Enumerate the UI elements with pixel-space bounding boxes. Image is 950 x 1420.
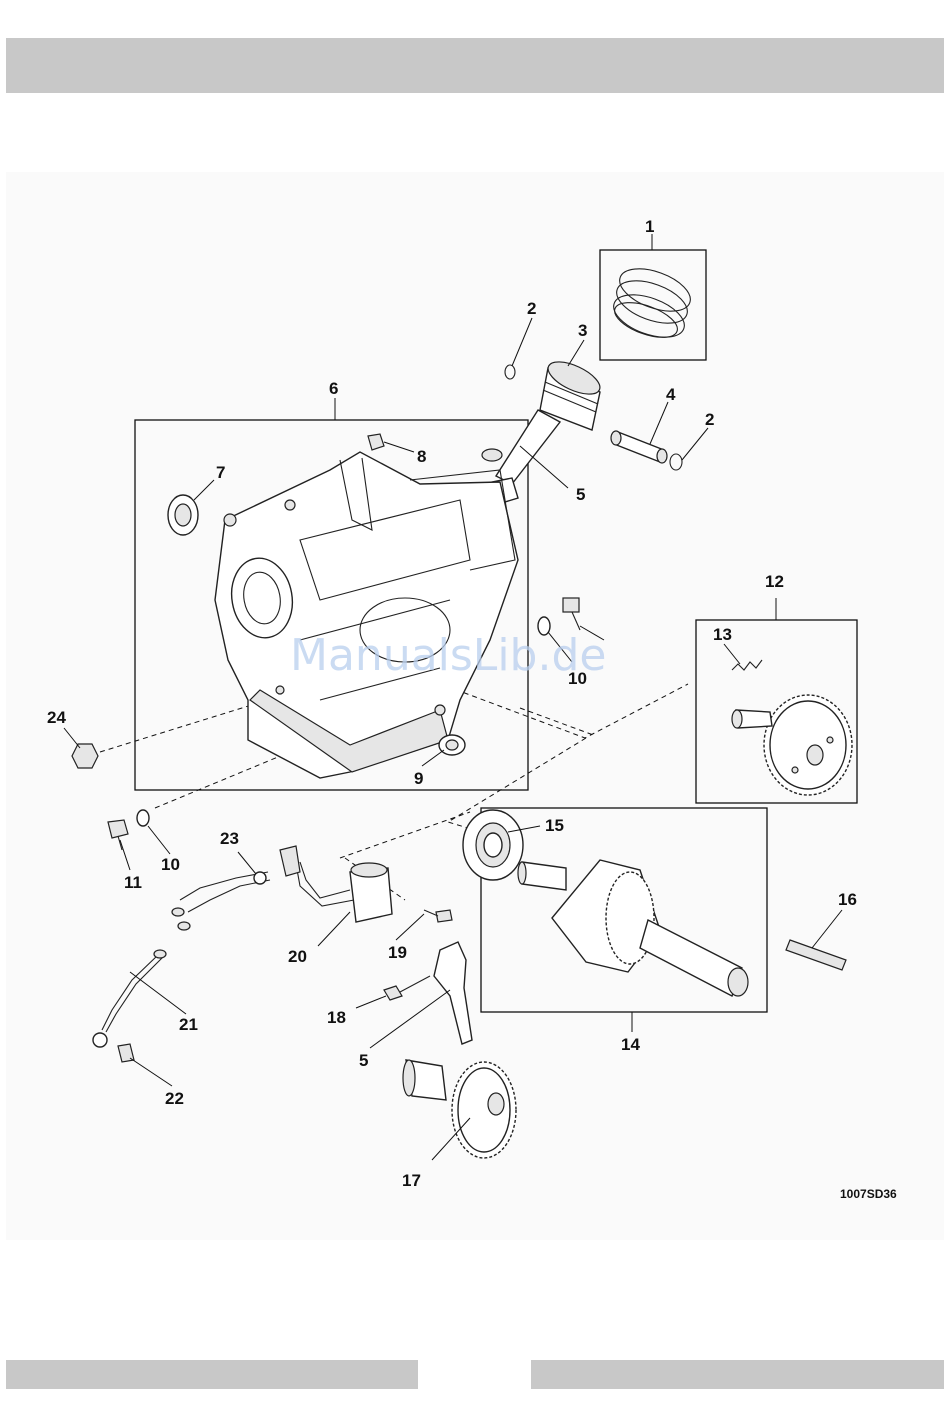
plug-part [368, 434, 384, 450]
bolt-part-18 [384, 976, 430, 1000]
callout-15: 15 [545, 816, 564, 835]
drawing-code: 1007SD36 [840, 1187, 897, 1201]
callout-7: 7 [216, 463, 225, 482]
bolt-part-lower [108, 820, 128, 850]
crankcase-part [215, 452, 518, 778]
callout-14: 14 [621, 1035, 640, 1054]
spring-part [732, 660, 762, 670]
callout-24: 24 [47, 708, 66, 727]
callout-22: 22 [165, 1089, 184, 1108]
oil-seal-part-lower [439, 735, 465, 755]
piston-pin-part [611, 431, 667, 463]
callout-3: 3 [578, 321, 587, 340]
callout-8: 8 [417, 447, 426, 466]
key-part [786, 940, 846, 970]
governor-gear-part [403, 1060, 516, 1158]
bearing-part [463, 810, 523, 880]
nut-part [72, 744, 98, 768]
callout-23: 23 [220, 829, 239, 848]
crankshaft-part [518, 860, 748, 996]
callout-16: 16 [838, 890, 857, 909]
callout-9: 9 [414, 769, 423, 788]
callout-5-lower: 5 [359, 1051, 368, 1070]
callout-5-upper: 5 [576, 485, 585, 504]
clip-part-lower [670, 454, 682, 470]
callout-1: 1 [645, 217, 654, 236]
callout-6: 6 [329, 379, 338, 398]
callout-4: 4 [666, 385, 676, 404]
callout-19: 19 [388, 943, 407, 962]
bolt-part-upper [563, 598, 580, 630]
callout-2-lower: 2 [705, 410, 714, 429]
governor-lever-part [434, 942, 472, 1044]
callout-2-upper: 2 [527, 299, 536, 318]
callout-18: 18 [327, 1008, 346, 1027]
screw-part-19 [424, 910, 452, 922]
watermark-text: ManualsLib.de [290, 630, 606, 681]
oil-sensor-part [280, 846, 392, 922]
callout-10-lower: 10 [161, 855, 180, 874]
callout-21: 21 [179, 1015, 198, 1034]
callout-20: 20 [288, 947, 307, 966]
wire-harness-part [172, 872, 270, 930]
frame-piston-rings [600, 250, 706, 360]
washer-part-lower [137, 810, 149, 826]
callout-17: 17 [402, 1171, 421, 1190]
callout-12: 12 [765, 572, 784, 591]
callout-13: 13 [713, 625, 732, 644]
callout-11: 11 [124, 873, 142, 892]
piston-rings-part [608, 260, 696, 345]
ground-wire-part [93, 950, 166, 1047]
oil-seal-part-upper [168, 495, 198, 535]
camshaft-gear-part [732, 695, 852, 795]
clip-part-upper [505, 365, 515, 379]
